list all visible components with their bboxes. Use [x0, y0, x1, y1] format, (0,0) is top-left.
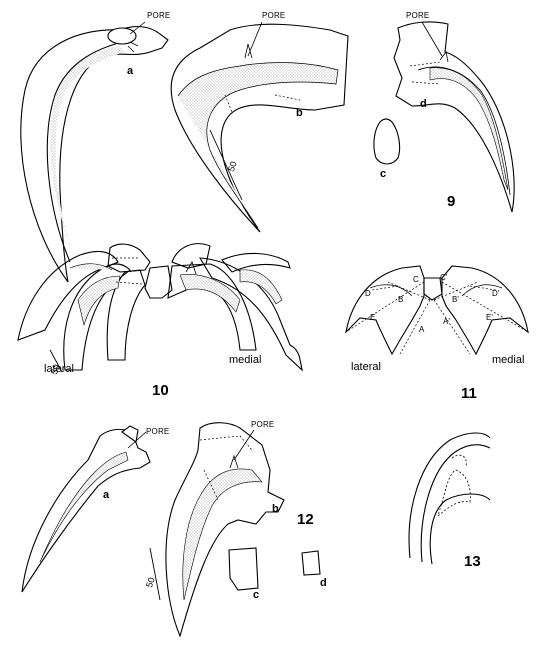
- part-label-12d: d: [320, 577, 327, 589]
- point-label-E: E: [370, 313, 376, 322]
- hook-9d: [393, 21, 515, 213]
- right-hooks-10: [167, 243, 303, 372]
- pore-label-12b: PORE: [251, 420, 275, 429]
- lateral-label-11: lateral: [351, 361, 381, 373]
- point-label-C: C: [413, 275, 419, 284]
- outline-right-11: [441, 265, 529, 356]
- pore-leader-9b: [247, 21, 263, 57]
- sclerite-12d: [301, 550, 321, 576]
- pore-label-9a: PORE: [147, 11, 171, 20]
- pore-leader-9d: [421, 21, 443, 57]
- sclerite-9c: [373, 118, 401, 165]
- point-label-B: B: [398, 295, 404, 304]
- part-label-9c: c: [380, 168, 387, 180]
- pore-label-9d: PORE: [406, 11, 430, 20]
- hook-9a: [20, 25, 169, 283]
- point-label-D: D: [365, 289, 371, 298]
- scale-bar-10: [49, 349, 63, 373]
- figure-13: [408, 432, 491, 565]
- hook-9b: [170, 23, 349, 233]
- median-plate-10: [144, 265, 173, 299]
- point-label-A-prime: A': [443, 317, 450, 326]
- left-hooks-10: [17, 243, 151, 371]
- point-label-C-prime: C': [440, 273, 448, 282]
- figure-number-10: 10: [152, 382, 169, 399]
- figure-number-12: 12: [297, 511, 314, 528]
- point-label-B-prime: B': [452, 295, 459, 304]
- hook-12a: [21, 425, 151, 593]
- construction-lines-11: [345, 281, 529, 355]
- figure-9: [20, 21, 515, 283]
- point-label-A: A: [419, 325, 425, 334]
- figure-number-13: 13: [464, 553, 481, 570]
- medial-label-11: medial: [492, 354, 525, 366]
- outline-left-11: [345, 265, 425, 356]
- point-label-D-prime: D': [492, 289, 500, 298]
- scale-bar-9: [209, 129, 243, 201]
- lateral-label-10: lateral: [44, 363, 74, 375]
- part-label-12c: c: [253, 589, 260, 601]
- pore-label-12a: PORE: [146, 427, 170, 436]
- part-label-9a: a: [127, 65, 134, 77]
- part-label-12a: a: [103, 489, 110, 501]
- part-label-12b: b: [272, 503, 279, 515]
- figure-number-11: 11: [461, 385, 477, 402]
- figure-number-9: 9: [447, 193, 456, 210]
- pore-label-9b: PORE: [262, 11, 286, 20]
- part-label-9b: b: [296, 107, 303, 119]
- pore-leader-12b: [233, 429, 255, 461]
- medial-label-10: medial: [229, 354, 262, 366]
- pore-leader-12a: [127, 431, 147, 449]
- part-label-9d: d: [420, 98, 427, 110]
- figure-12: [21, 422, 321, 638]
- sclerite-12c: [228, 547, 259, 591]
- hook-12b: [165, 422, 285, 638]
- figure-11: [345, 265, 529, 356]
- figure-10: [17, 243, 303, 373]
- pore-leader-9a: [129, 21, 146, 35]
- point-label-E-prime: E': [486, 313, 493, 322]
- scale-bar-12: [149, 547, 161, 601]
